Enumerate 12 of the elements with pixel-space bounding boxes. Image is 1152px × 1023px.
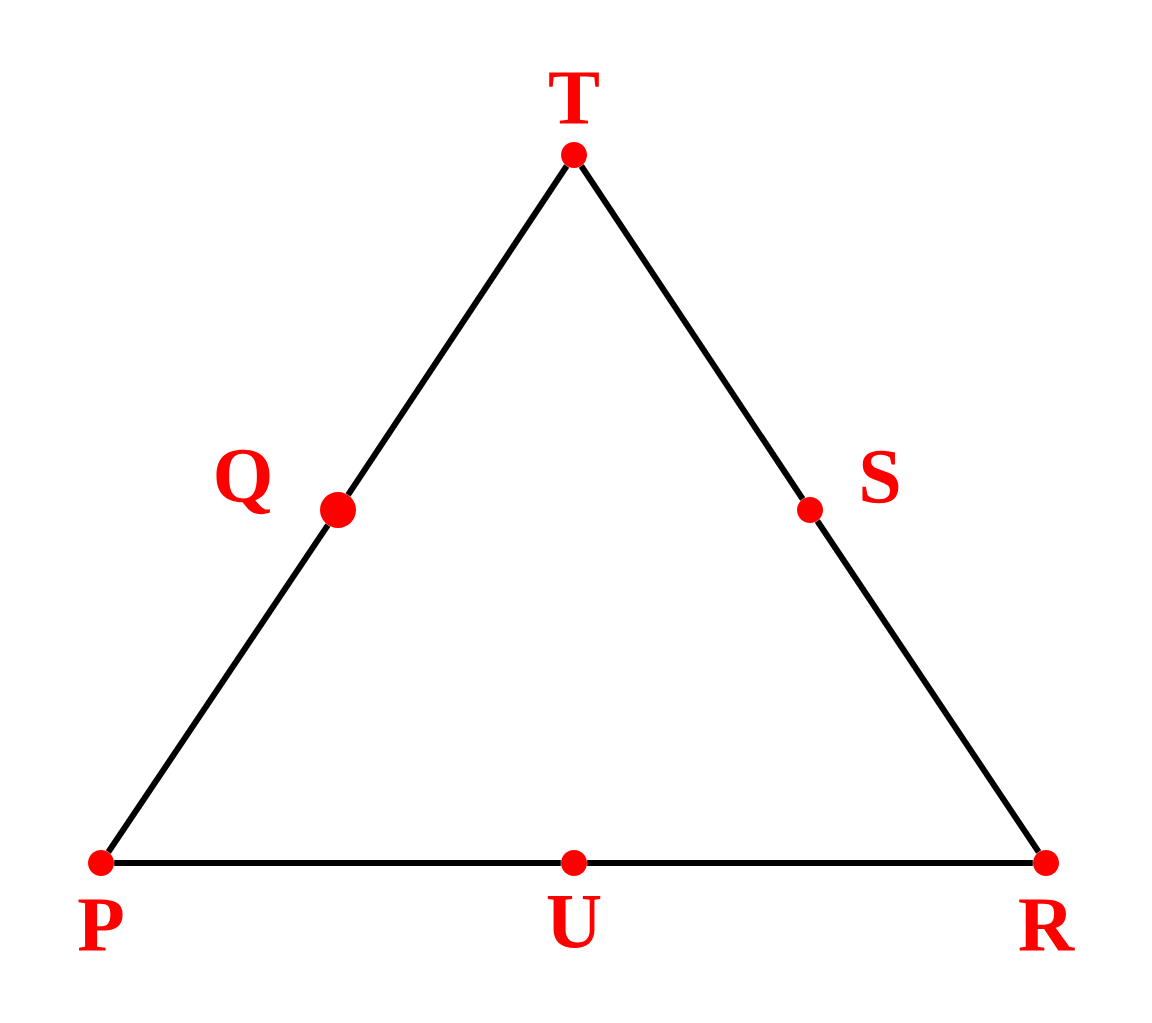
triangle-side <box>345 164 570 497</box>
triangle-side <box>814 519 1042 854</box>
point-label: Q <box>216 449 270 515</box>
point-label: U <box>547 896 601 948</box>
point-label: S <box>862 450 899 504</box>
point-label: R <box>1019 899 1075 951</box>
triangle-side <box>587 860 1033 866</box>
point-label: T <box>549 72 599 124</box>
triangle-side <box>114 860 561 866</box>
point-label: P <box>78 899 123 951</box>
triangle-side <box>105 523 331 854</box>
triangle-side <box>578 164 806 501</box>
